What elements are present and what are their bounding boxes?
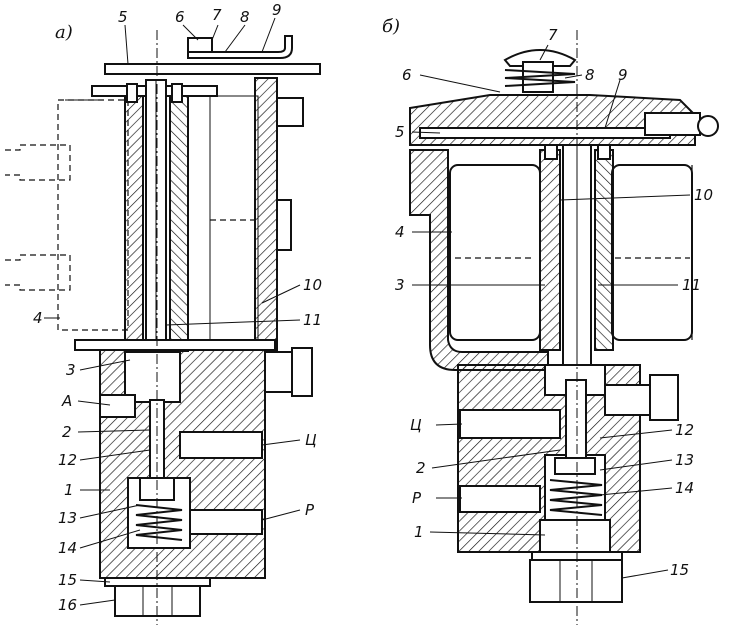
right-nut-b xyxy=(291,347,313,397)
spring-14-b xyxy=(549,479,603,516)
spring-8 xyxy=(504,69,576,87)
terminal-bottom xyxy=(5,254,71,291)
left-tube-wall xyxy=(124,95,144,352)
label-a-1: 1 xyxy=(64,481,74,499)
label-a-8: 8 xyxy=(240,8,250,26)
coil-right xyxy=(611,164,693,341)
valve-rod-b xyxy=(565,379,587,461)
port-C-b xyxy=(459,409,561,439)
plug-b xyxy=(539,519,611,553)
label-b-12: 12 xyxy=(675,421,694,439)
label-a-16: 16 xyxy=(58,596,77,614)
screw-right xyxy=(644,112,701,136)
body-channel-top xyxy=(124,351,181,403)
label-a-13: 13 xyxy=(58,509,77,527)
label-a-2: 2 xyxy=(62,423,72,441)
base-flange xyxy=(74,339,276,351)
label-b-15: 15 xyxy=(670,561,689,579)
label-b-10: 10 xyxy=(694,186,713,204)
label-b-11: 11 xyxy=(682,276,701,294)
label-b-9: 9 xyxy=(618,66,628,84)
coil-outline xyxy=(57,99,129,331)
side-clip xyxy=(276,199,292,251)
coil-left xyxy=(449,164,541,341)
label-a-12: 12 xyxy=(58,451,77,469)
label-b-14: 14 xyxy=(675,479,694,497)
label-a-7: 7 xyxy=(212,6,222,24)
figure-a: а) 5 6 7 8 9 10 11 4 3 А 2 12 1 13 14 15… xyxy=(5,1,322,625)
label-a-10: 10 xyxy=(303,276,322,294)
right-nut-b2 xyxy=(649,374,679,421)
label-a-3: 3 xyxy=(66,361,76,379)
port-C xyxy=(179,431,263,459)
label-b-1: 1 xyxy=(414,523,424,541)
figure-b-title: б) xyxy=(382,16,400,37)
label-b-13: 13 xyxy=(675,451,694,469)
cover-plate-5 xyxy=(419,127,671,139)
bracket-inner xyxy=(209,95,259,342)
label-b-C: Ц xyxy=(410,416,422,434)
port-P xyxy=(189,509,263,535)
label-b-2: 2 xyxy=(416,459,426,477)
spring-14 xyxy=(135,504,183,541)
terminal-top xyxy=(5,144,71,181)
label-a-15: 15 xyxy=(58,571,77,589)
label-b-4: 4 xyxy=(395,223,405,241)
stem-cap-right xyxy=(171,83,183,103)
lever-arm xyxy=(187,35,293,59)
stem-cap-left xyxy=(126,83,138,103)
lever-nut xyxy=(187,37,213,53)
bottom-nut-15 xyxy=(529,559,623,603)
label-b-6: 6 xyxy=(402,66,412,84)
label-a-14: 14 xyxy=(58,539,77,557)
label-b-3: 3 xyxy=(395,276,405,294)
label-a-6: 6 xyxy=(175,8,185,26)
center-tube-right xyxy=(594,149,614,351)
figure-b: б) 7 8 6 9 5 10 4 3 11 Ц 12 2 13 14 Р 1 … xyxy=(382,16,719,625)
figure-a-title: а) xyxy=(55,22,73,43)
label-a-9: 9 xyxy=(272,1,282,19)
label-b-7: 7 xyxy=(548,26,558,44)
label-b-5: 5 xyxy=(395,123,405,141)
label-b-P: Р xyxy=(412,489,422,507)
label-a-C: Ц xyxy=(305,431,317,449)
stem-head-right xyxy=(597,144,611,160)
label-a-11: 11 xyxy=(303,311,322,329)
label-a-5: 5 xyxy=(118,8,128,26)
screw-head xyxy=(697,115,719,137)
port-A xyxy=(99,394,136,418)
right-tube-wall xyxy=(169,95,189,352)
cover-plate xyxy=(104,63,321,75)
side-screw xyxy=(276,97,304,127)
valve-head-b xyxy=(554,457,596,475)
stem-head-left xyxy=(544,144,558,160)
right-nut-a xyxy=(264,351,296,393)
label-a-P: Р xyxy=(305,501,315,519)
center-tube-left xyxy=(539,149,561,351)
label-b-8: 8 xyxy=(585,66,595,84)
port-P-b xyxy=(459,485,541,513)
right-port-b xyxy=(604,384,656,416)
label-a-4: 4 xyxy=(33,309,43,327)
label-a-A: А xyxy=(61,392,72,410)
